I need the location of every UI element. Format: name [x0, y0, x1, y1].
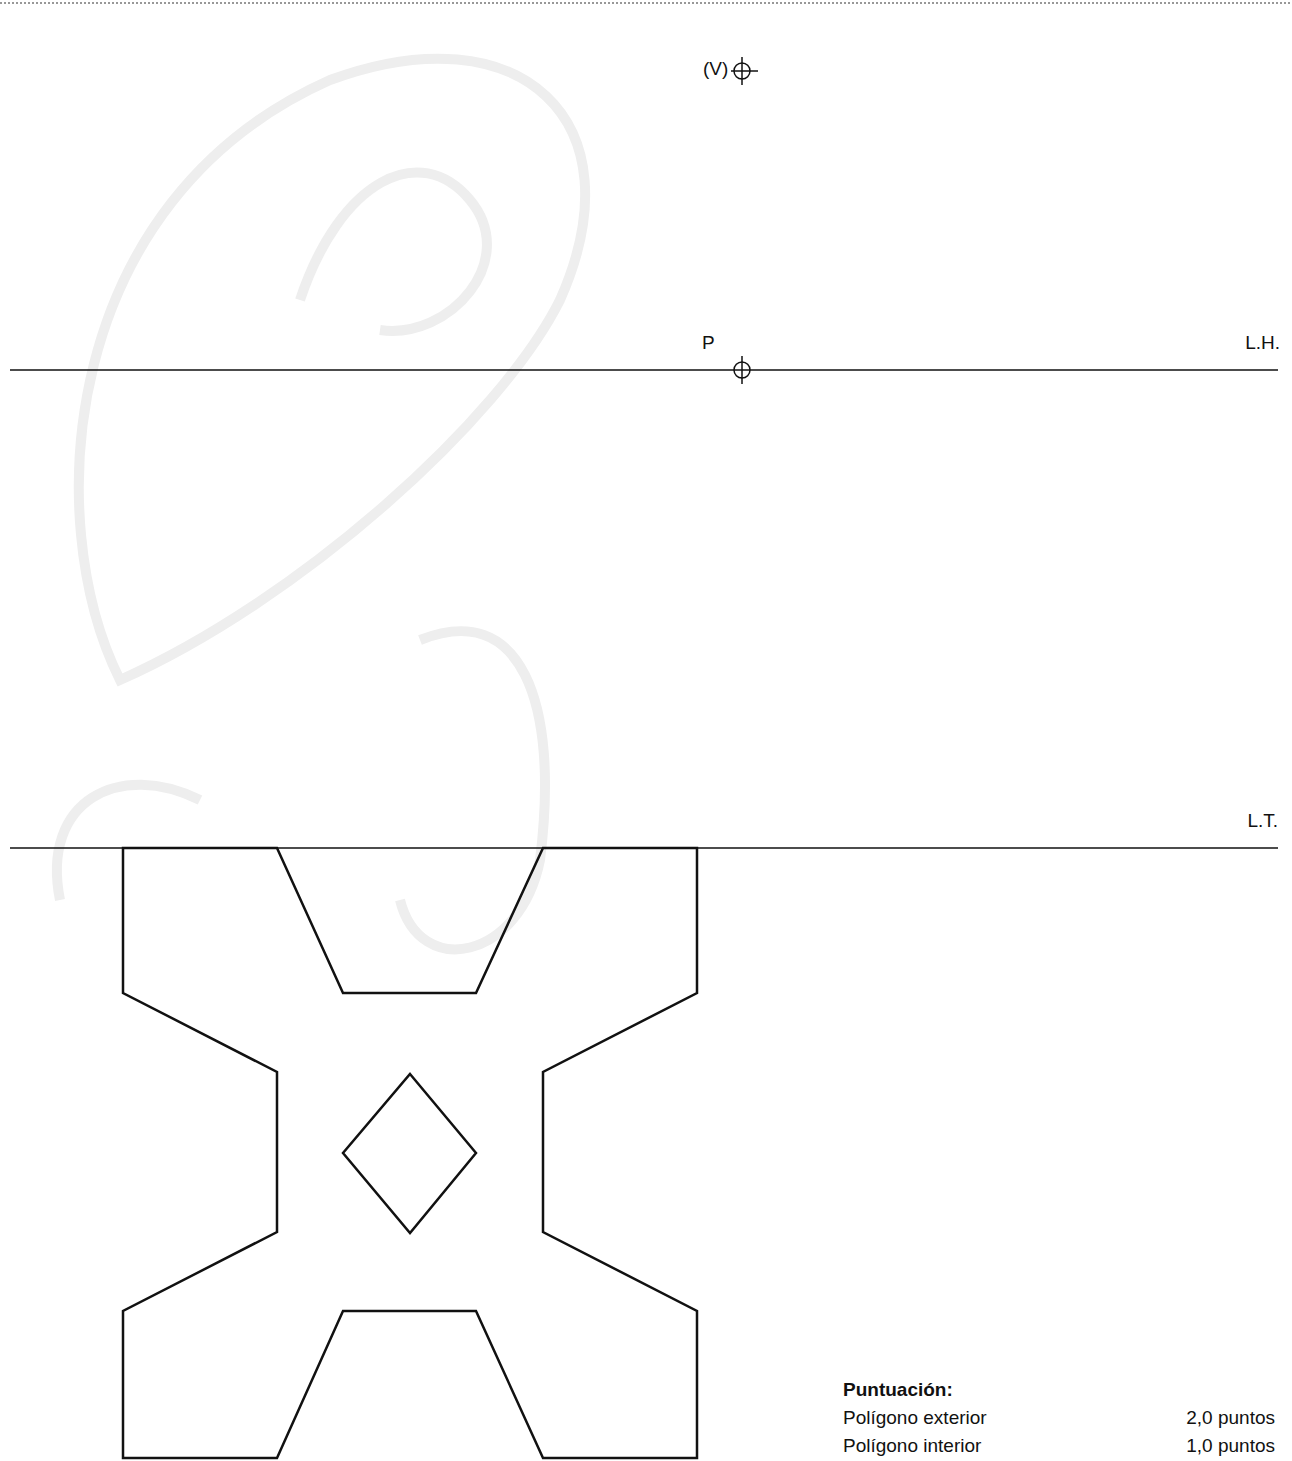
score-item: Polígono exterior [843, 1407, 987, 1429]
principal-point-mark [734, 356, 750, 384]
viewpoint-mark [731, 57, 758, 85]
score-item: Polígono interior [843, 1435, 981, 1457]
horizon-line [10, 369, 1278, 371]
inner-polygon [343, 1074, 476, 1233]
point-label: P [702, 332, 715, 354]
score-heading: Puntuación: [843, 1379, 953, 1401]
outer-polygon [123, 848, 697, 1458]
point-label: (V) [703, 58, 728, 80]
line-label: L.T. [1247, 810, 1278, 832]
line-label: L.H. [1245, 332, 1280, 354]
page-border [0, 2, 1292, 4]
score-value: 1,0 puntos [1186, 1435, 1275, 1457]
score-value: 2,0 puntos [1186, 1407, 1275, 1429]
watermark [57, 59, 585, 950]
